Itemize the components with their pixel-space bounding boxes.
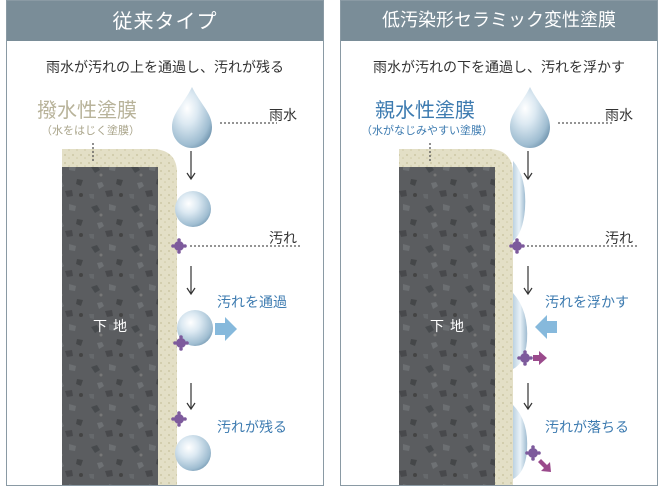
step-fall-label: 汚れが落ちる bbox=[545, 420, 629, 436]
panel-subtitle: 雨水が汚れの上を通過し、汚れが残る bbox=[46, 60, 284, 76]
dirt-particle-icon bbox=[171, 238, 187, 254]
dirt-label: 汚れ bbox=[605, 231, 633, 247]
water-film-icon bbox=[513, 405, 528, 479]
bead-droplet-icon bbox=[175, 435, 211, 471]
dirt-particle-icon bbox=[509, 238, 525, 254]
step-lift-label: 汚れを浮かす bbox=[545, 295, 629, 311]
panel-title: 低汚染形セラミック変性塗膜 bbox=[341, 1, 657, 41]
down-arrow-icon bbox=[186, 287, 196, 296]
raindrop-icon bbox=[510, 87, 550, 148]
down-arrow-icon bbox=[523, 402, 533, 411]
conventional-diagram bbox=[62, 87, 302, 485]
bead-droplet-icon bbox=[177, 310, 213, 346]
diagonal-arrow-icon bbox=[538, 459, 551, 472]
water-film-icon bbox=[513, 293, 528, 369]
down-arrow-icon bbox=[186, 172, 196, 181]
conventional-panel: 従来タイプ 雨水が汚れの上を通過し、汚れが残る bbox=[6, 0, 324, 486]
rain-label: 雨水 bbox=[605, 108, 633, 124]
coating-name: 親水性塗膜 bbox=[375, 98, 475, 122]
step-pass-label: 汚れを通過 bbox=[217, 295, 287, 311]
right-arrow-icon bbox=[533, 351, 547, 365]
dirt-particle-icon bbox=[171, 411, 187, 427]
coating-note: （水がなじみやすい塗膜） bbox=[361, 124, 493, 137]
dirt-particle-icon bbox=[173, 335, 189, 351]
raindrop-icon bbox=[172, 87, 212, 148]
substrate-label: 下地 bbox=[93, 319, 133, 335]
panel-subtitle: 雨水が汚れの下を通過し、汚れを浮かす bbox=[373, 60, 625, 76]
right-arrow-icon bbox=[215, 317, 237, 341]
low-stain-panel: 低汚染形セラミック変性塗膜 雨水が汚れの下を通過し、汚れを浮かす bbox=[340, 0, 658, 486]
dirt-particle-icon bbox=[525, 445, 541, 461]
coating-name: 撥水性塗膜 bbox=[37, 98, 137, 122]
step-remain-label: 汚れが残る bbox=[217, 420, 287, 436]
substrate-label: 下地 bbox=[430, 319, 470, 335]
water-film-icon bbox=[513, 161, 526, 241]
coating-note: （水をはじく塗膜） bbox=[41, 124, 140, 137]
substrate-concrete bbox=[62, 167, 158, 485]
low-stain-diagram bbox=[399, 87, 638, 485]
down-arrow-icon bbox=[523, 287, 533, 296]
panel-title: 従来タイプ bbox=[7, 1, 323, 41]
bead-droplet-icon bbox=[175, 191, 211, 227]
down-arrow-icon bbox=[186, 402, 196, 411]
rain-label: 雨水 bbox=[269, 108, 297, 124]
left-arrow-icon bbox=[535, 315, 557, 339]
down-arrow-icon bbox=[523, 172, 533, 181]
dirt-label: 汚れ bbox=[269, 231, 297, 247]
dirt-particle-icon bbox=[517, 350, 533, 366]
substrate-concrete bbox=[399, 167, 495, 485]
